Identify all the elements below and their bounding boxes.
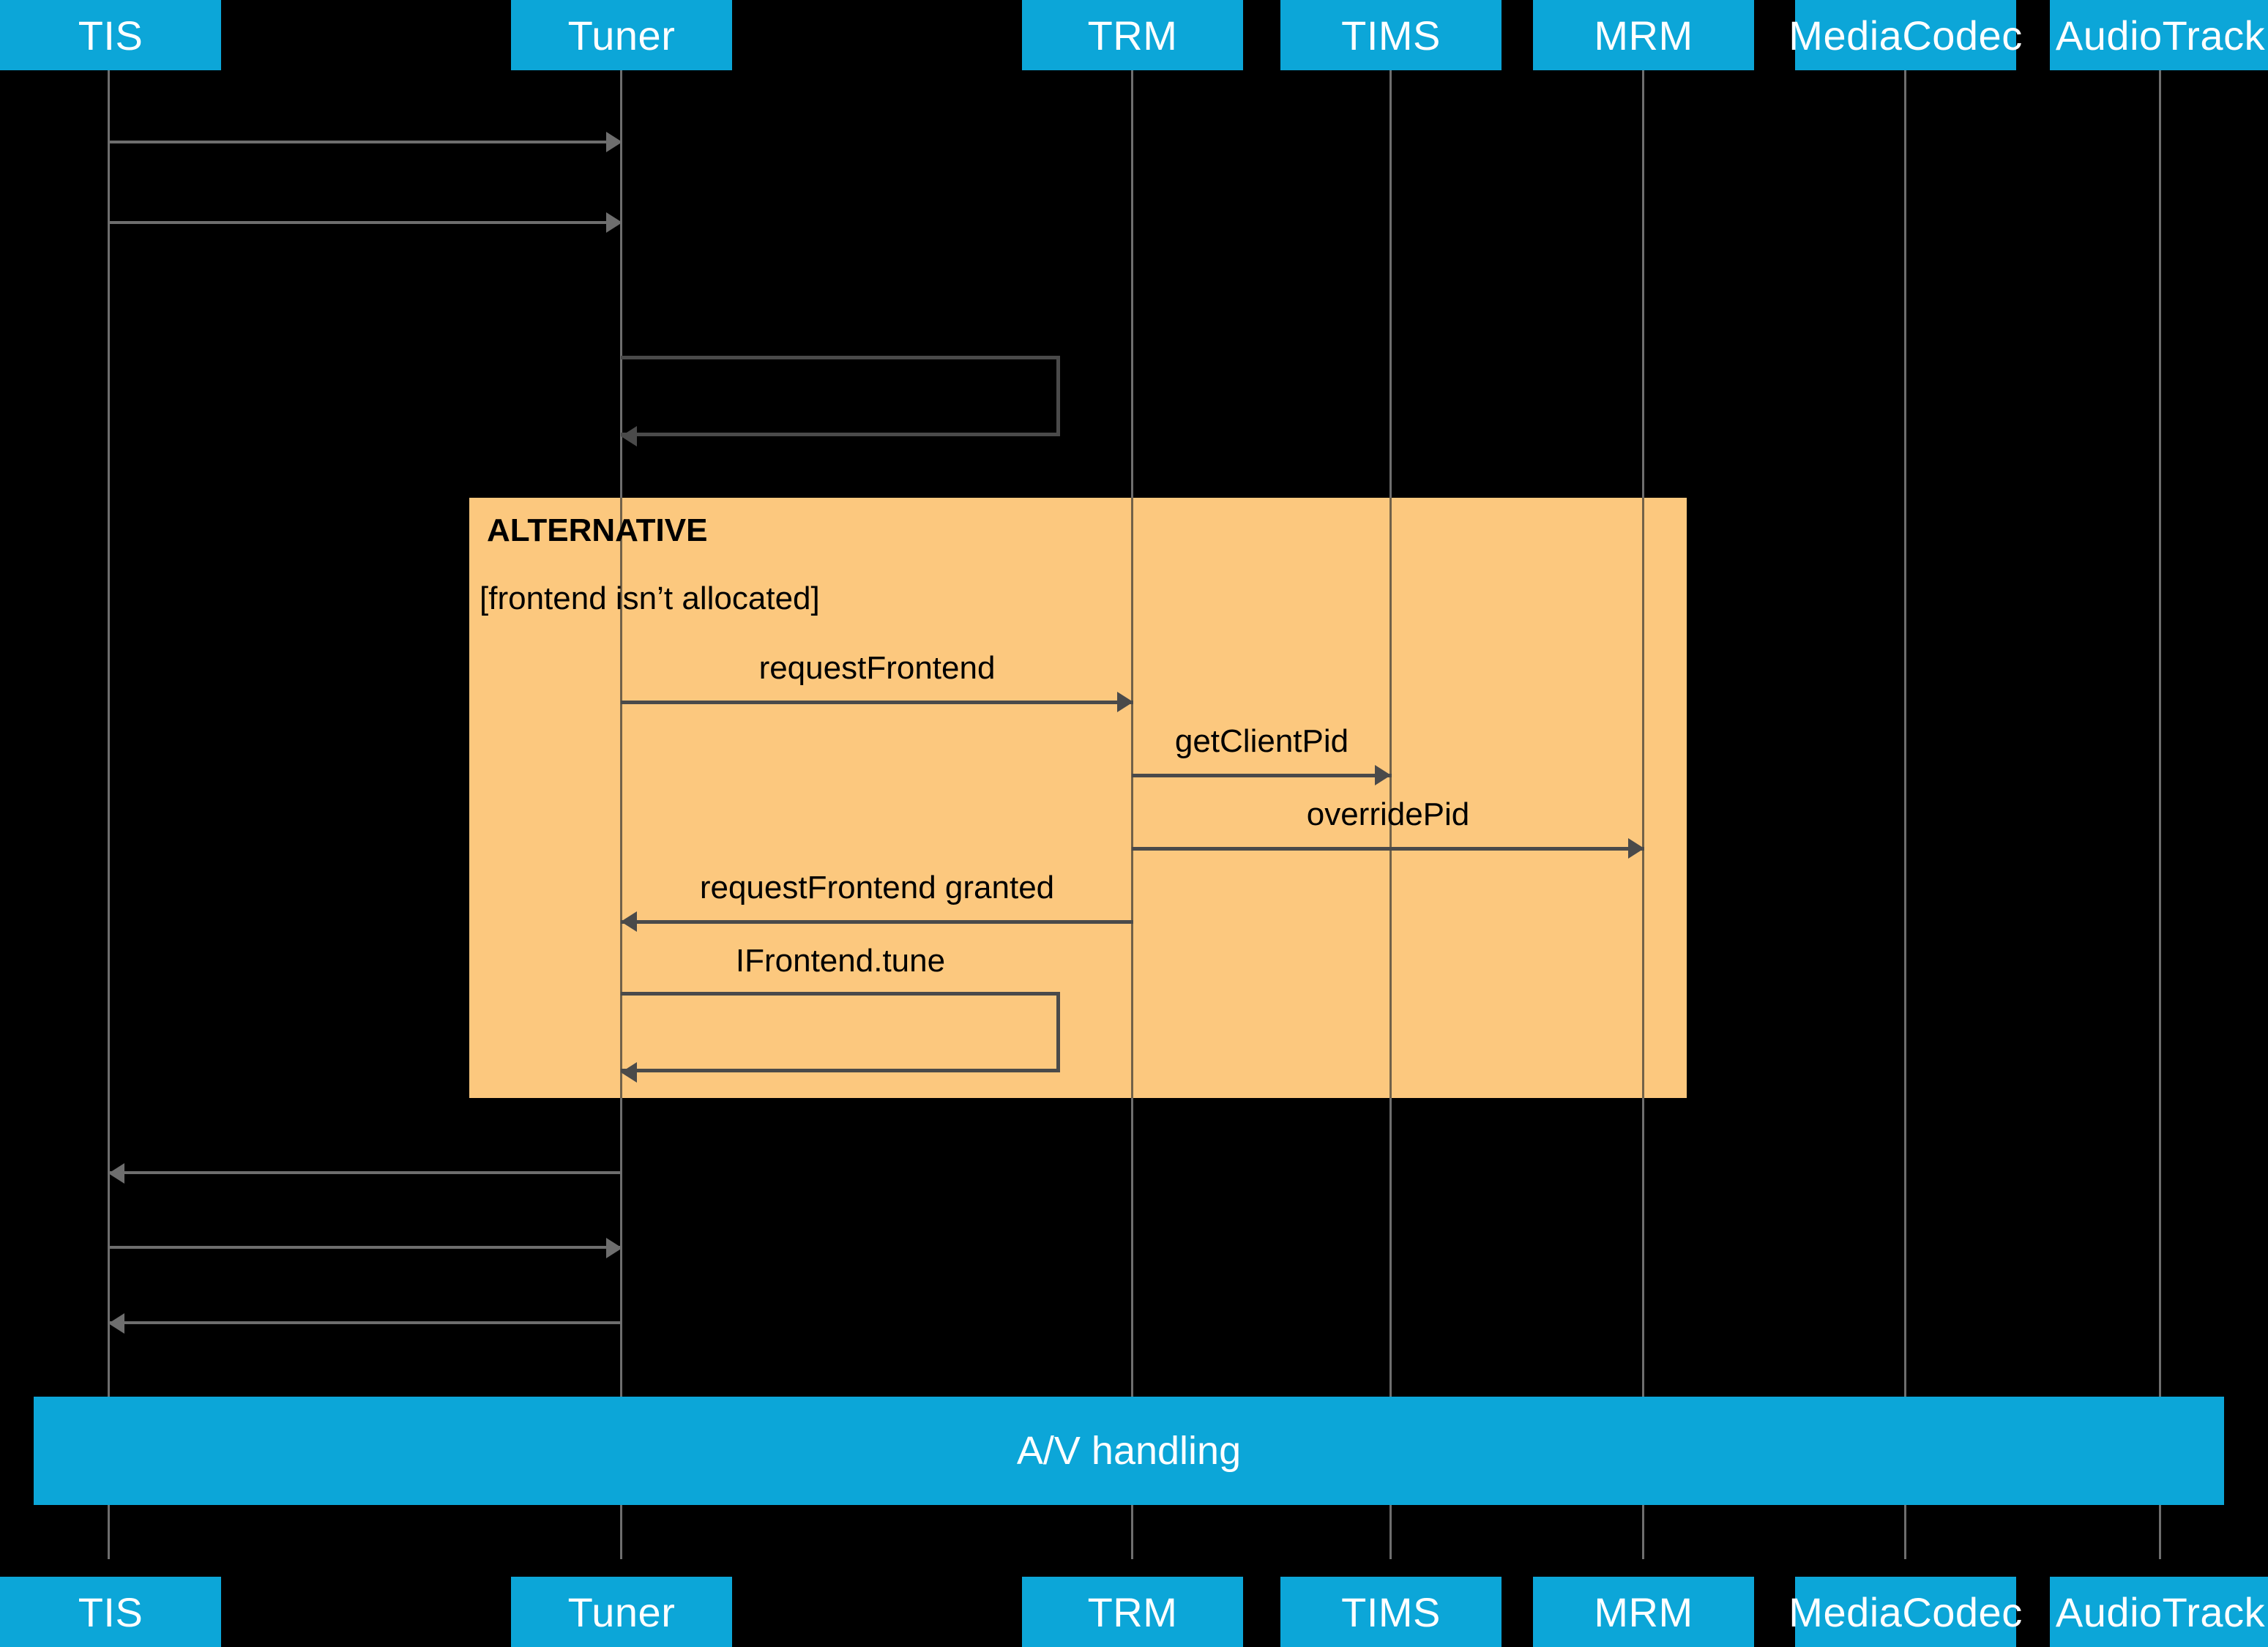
participant-box-mediacodec-bottom[interactable]: MediaCodec [1788, 1577, 2022, 1647]
message-label-m4: requestFrontend [758, 650, 996, 686]
participant-label: TIMS [1341, 12, 1441, 59]
lifeline-mediacodec [1904, 70, 1906, 1559]
participant-box-audiotrack-bottom[interactable]: AudioTrack [2050, 1577, 2268, 1647]
lifeline-mrm-in-fragment [1642, 498, 1644, 1098]
fragment-title: ALTERNATIVE [487, 512, 708, 548]
lifeline-tims-in-fragment [1389, 498, 1392, 1098]
message-arrowhead-m3 [621, 426, 637, 447]
message-line-m9 [108, 1171, 621, 1174]
message-line-m1 [108, 141, 621, 143]
participant-label: TIS [78, 1588, 143, 1635]
lifeline-tuner-in-fragment [620, 498, 622, 1098]
reference-bar-label: A/V handling [1016, 1429, 1242, 1473]
participant-box-mrm-top[interactable]: MRM [1533, 0, 1754, 70]
message-arrowhead-m11 [108, 1313, 124, 1334]
participant-box-tis-top[interactable]: TIS [0, 0, 221, 70]
participant-box-trm-top[interactable]: TRM [1022, 0, 1243, 70]
message-line-m10 [108, 1246, 621, 1249]
message-arrowhead-m6 [1628, 838, 1644, 859]
message-line-m7 [621, 920, 1133, 924]
self-call-loop-m8 [621, 992, 1060, 1072]
participant-label: AudioTrack [2055, 12, 2266, 59]
lifeline-tis [108, 70, 110, 1559]
participant-label: TIS [78, 12, 143, 59]
message-arrowhead-m5 [1375, 765, 1391, 785]
participant-box-tims-bottom[interactable]: TIMS [1280, 1577, 1502, 1647]
participant-box-trm-bottom[interactable]: TRM [1022, 1577, 1243, 1647]
participant-label: AudioTrack [2055, 1588, 2266, 1635]
message-arrowhead-m1 [606, 132, 622, 152]
self-call-loop-m3 [621, 356, 1060, 436]
participant-box-mrm-bottom[interactable]: MRM [1533, 1577, 1754, 1647]
participant-box-audiotrack-top[interactable]: AudioTrack [2050, 0, 2268, 70]
participant-label: MediaCodec [1788, 12, 2023, 59]
reference-bar-av-handling[interactable]: A/V handling [34, 1397, 2224, 1505]
participant-label: TIMS [1341, 1588, 1441, 1635]
participant-label: TRM [1087, 1588, 1178, 1635]
message-arrowhead-m8 [621, 1062, 637, 1083]
participant-box-tims-top[interactable]: TIMS [1280, 0, 1502, 70]
message-line-m5 [1132, 774, 1392, 777]
participant-label: MediaCodec [1788, 1588, 2023, 1635]
participant-label: Tuner [567, 12, 676, 59]
message-line-m4 [621, 701, 1133, 704]
lifeline-trm-in-fragment [1131, 498, 1133, 1098]
message-label-m7: requestFrontend granted [699, 870, 1055, 905]
message-line-m6 [1132, 847, 1644, 851]
participant-label: TRM [1087, 12, 1178, 59]
message-label-m8: IFrontend.tune [735, 943, 946, 979]
message-arrowhead-m10 [606, 1238, 622, 1258]
participant-box-tuner-bottom[interactable]: Tuner [511, 1577, 732, 1647]
message-arrowhead-m7 [621, 911, 637, 932]
message-label-m5: getClientPid [1174, 723, 1349, 759]
participant-label: MRM [1594, 12, 1693, 59]
participant-box-tuner-top[interactable]: Tuner [511, 0, 732, 70]
lifeline-audiotrack [2159, 70, 2161, 1559]
message-line-m2 [108, 221, 621, 224]
message-arrowhead-m9 [108, 1163, 124, 1184]
combined-fragment-alternative [469, 498, 1687, 1098]
participant-label: Tuner [567, 1588, 676, 1635]
fragment-guard-condition: [frontend isn’t allocated] [480, 580, 820, 616]
message-line-m11 [108, 1321, 621, 1324]
message-arrowhead-m4 [1117, 692, 1133, 712]
participant-label: MRM [1594, 1588, 1693, 1635]
participant-box-mediacodec-top[interactable]: MediaCodec [1788, 0, 2022, 70]
participant-box-tis-bottom[interactable]: TIS [0, 1577, 221, 1647]
message-label-m6: overridePid [1306, 796, 1470, 832]
message-arrowhead-m2 [606, 212, 622, 233]
